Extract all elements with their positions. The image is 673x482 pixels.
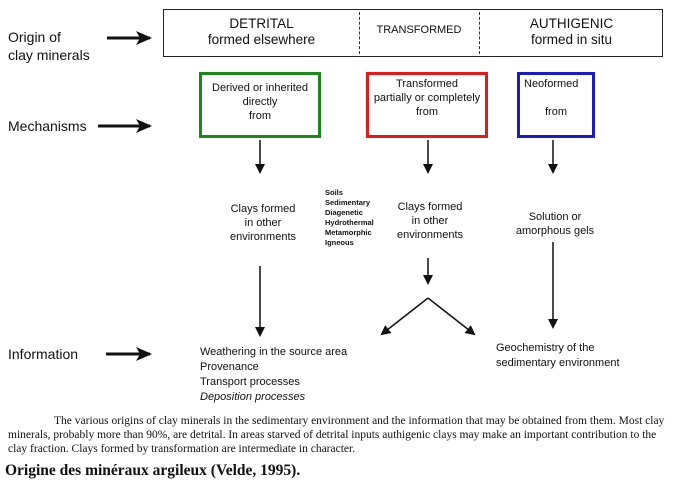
info-detrital: Weathering in the source area Provenance… [200, 345, 347, 405]
environment-hydrothermal: Hydrothermal [325, 218, 374, 227]
mechanism-box-detrital: Derived or inherited directly from [199, 72, 321, 138]
figure-caption: The various origins of clay minerals in … [8, 415, 665, 455]
arrow-transformed-right [427, 297, 476, 336]
environments-list: Soils Sedimentary Diagenetic Hydrotherma… [325, 188, 374, 248]
arrow-transformed-left [380, 297, 429, 336]
mechanism-authigenic-title: Neoformed [524, 78, 579, 90]
source-transformed: Clays formed in other environments [396, 201, 464, 241]
environment-metamorphic: Metamorphic [325, 228, 372, 237]
row-label-origin: Origin of clay minerals [8, 29, 90, 63]
info-deposition: Deposition processes [200, 391, 306, 403]
row-label-information: Information [8, 346, 79, 362]
mechanism-box-authigenic: Neoformed from [517, 72, 595, 138]
figure-footer: Origine des minéraux argileux (Velde, 19… [5, 462, 301, 479]
info-transport: Transport processes [200, 376, 300, 388]
origin-detrital-subtitle: formed elsewhere [207, 32, 316, 47]
mechanism-transformed-text: Transformed partially or completely from [373, 78, 481, 118]
origin-transformed-title: TRANSFORMED [376, 24, 462, 36]
info-provenance: Provenance [200, 361, 259, 373]
row-label-mechanisms: Mechanisms [8, 118, 87, 134]
environment-diagenetic: Diagenetic [325, 208, 363, 217]
origin-box: DETRITAL formed elsewhere TRANSFORMED AU… [163, 9, 663, 57]
environment-sedimentary: Sedimentary [325, 198, 371, 207]
info-weathering: Weathering in the source area [200, 346, 348, 358]
environment-igneous: Igneous [325, 238, 354, 247]
mechanism-authigenic-from: from [545, 106, 567, 118]
source-authigenic: Solution or amorphous gels [515, 211, 595, 237]
origin-detrital-title: DETRITAL [229, 16, 294, 31]
origin-authigenic-title: AUTHIGENIC [529, 16, 614, 31]
mechanism-detrital-text: Derived or inherited directly from [212, 82, 308, 122]
source-detrital: Clays formed in other environments [229, 203, 297, 243]
origin-detrital: DETRITAL formed elsewhere [164, 10, 359, 56]
origin-authigenic-subtitle: formed in situ [530, 32, 613, 47]
origin-divider-left [359, 12, 360, 54]
environment-soils: Soils [325, 188, 343, 197]
origin-authigenic: AUTHIGENIC formed in situ [479, 10, 664, 56]
mechanism-box-transformed: Transformed partially or completely from [366, 72, 488, 138]
origin-transformed: TRANSFORMED [359, 10, 479, 56]
origin-divider-right [479, 12, 480, 54]
info-authigenic: Geochemistry of the sedimentary environm… [496, 342, 620, 369]
